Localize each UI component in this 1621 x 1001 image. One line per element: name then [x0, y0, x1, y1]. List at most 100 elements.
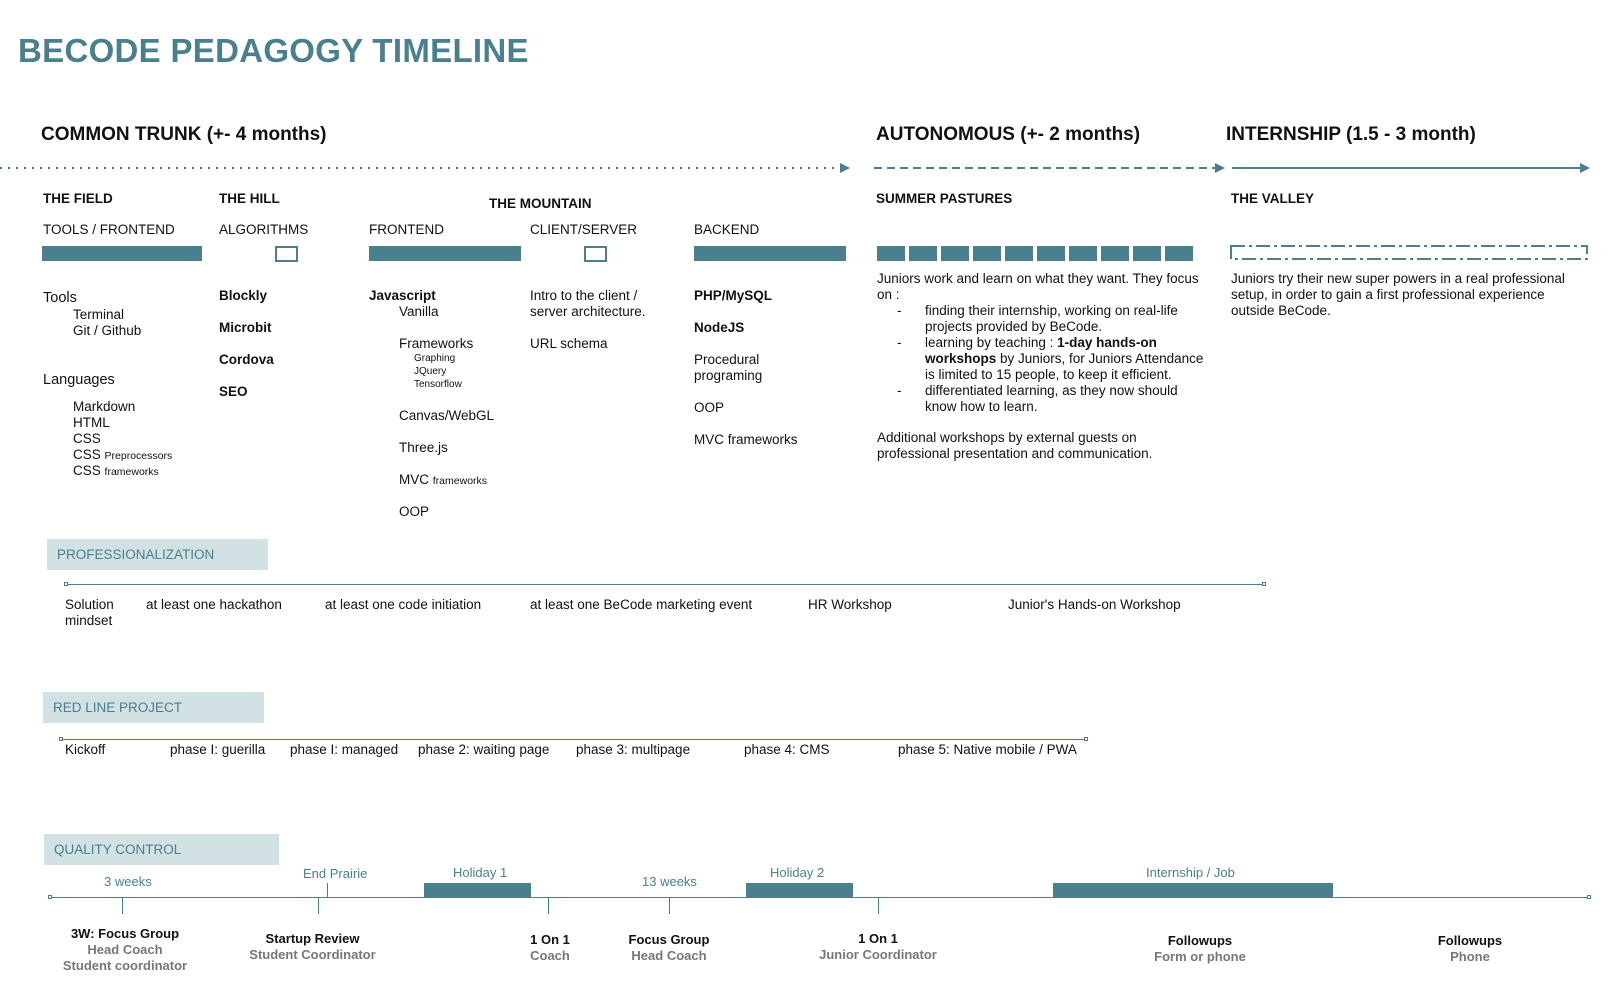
frontend-oop: OOP	[399, 504, 430, 519]
area-the-valley: THE VALLEY	[1231, 191, 1315, 206]
prof-item: Junior's Hands-on Workshop	[1008, 597, 1181, 612]
prof-item: at least one code initiation	[325, 597, 482, 612]
pastures-week-segment	[877, 246, 905, 261]
client-server-url: URL schema	[530, 336, 608, 351]
tool-item: Terminal	[73, 307, 125, 322]
prof-solution: Solution	[65, 597, 114, 612]
language-item: CSS	[73, 431, 101, 446]
hill-item: Cordova	[219, 352, 274, 367]
professionalization-label: PROFESSIONALIZATION	[47, 539, 268, 570]
subject-frontend: FRONTEND	[369, 222, 444, 237]
framework-item: Graphing	[414, 353, 456, 364]
frontend-duration-bar	[369, 246, 521, 261]
redline-line	[61, 739, 1086, 740]
subject-algorithms: ALGORITHMS	[219, 222, 309, 237]
prof-item: HR Workshop	[808, 597, 892, 612]
backend-duration-bar	[694, 246, 846, 261]
language-item: HTML	[73, 415, 110, 430]
holiday-1-bar	[424, 883, 531, 898]
pastures-week-segment	[1165, 246, 1193, 261]
qc-label-holiday-2: Holiday 2	[770, 865, 825, 880]
line-endpoint	[48, 895, 52, 899]
pastures-week-segment	[1037, 246, 1065, 261]
backend-procedural: programing	[694, 368, 763, 383]
tool-item: Git / Github	[73, 323, 142, 338]
hill-item: SEO	[219, 384, 248, 399]
pastures-additional: Additional workshops by external guests …	[877, 430, 1137, 445]
client-server-intro: server architecture.	[530, 304, 646, 319]
redline-item: phase 2: waiting page	[418, 742, 550, 757]
pastures-additional: professional presentation and communicat…	[877, 446, 1153, 461]
line-endpoint	[1262, 582, 1266, 586]
qc-label-holiday-1: Holiday 1	[453, 865, 508, 880]
internship-job-bar	[1053, 883, 1333, 898]
pastures-week-segment	[1069, 246, 1097, 261]
qc-tick	[122, 898, 123, 914]
quality-label: QUALITY CONTROL	[44, 834, 279, 865]
line-endpoint	[59, 737, 63, 741]
arrow-head-icon	[1215, 163, 1225, 173]
language-item-css-frameworks: CSS frameworks	[73, 463, 159, 480]
redline-item: phase 3: multipage	[576, 742, 691, 757]
qc-tick	[878, 898, 879, 914]
frontend-mvc: MVC frameworks	[399, 472, 487, 489]
holiday-2-bar	[746, 883, 853, 898]
redline-item: phase 5: Native mobile / PWA	[898, 742, 1077, 757]
backend-procedural: Procedural	[694, 352, 760, 367]
pastures-bullets: finding their internship, working on rea…	[877, 303, 1217, 415]
line-endpoint	[64, 582, 68, 586]
redline-item: phase I: guerilla	[170, 742, 266, 757]
redline-item: phase I: managed	[290, 742, 399, 757]
frontend-three: Three.js	[399, 440, 448, 455]
pastures-week-segment	[973, 246, 1001, 261]
frameworks-label: frameworks	[104, 466, 159, 478]
valley-duration-box	[1230, 245, 1588, 260]
area-summer-pastures: SUMMER PASTURES	[876, 191, 1013, 206]
qc-tick	[327, 883, 328, 898]
pastures-week-segment	[1133, 246, 1161, 261]
client-server-intro: Intro to the client /	[530, 288, 638, 303]
backend-node: NodeJS	[694, 320, 745, 335]
tools-heading: Tools	[43, 290, 77, 306]
language-item: Markdown	[73, 399, 136, 414]
pastures-week-segment	[941, 246, 969, 261]
pastures-week-segment	[1005, 246, 1033, 261]
framework-item: JQuery	[414, 366, 447, 377]
phase-timeline-arrows	[0, 163, 1590, 173]
redline-item: phase 4: CMS	[744, 742, 830, 757]
list-item: finding their internship, working on rea…	[877, 303, 1217, 335]
prof-item: at least one hackathon	[146, 597, 282, 612]
line-endpoint	[1084, 737, 1088, 741]
phase-autonomous: AUTONOMOUS (+- 2 months)	[876, 124, 1141, 145]
redline-label: RED LINE PROJECT	[43, 692, 264, 723]
list-item: differentiated learning, as they now sho…	[877, 383, 1217, 415]
hill-item: Microbit	[219, 320, 272, 335]
phase-internship: INTERNSHIP (1.5 - 3 month)	[1226, 124, 1476, 145]
area-the-field: THE FIELD	[43, 191, 113, 206]
qc-label-3-weeks: 3 weeks	[104, 874, 152, 889]
backend-oop: OOP	[694, 400, 725, 415]
framework-item: Tensorflow	[414, 379, 462, 390]
prof-item: at least one BeCode marketing event	[530, 597, 753, 612]
pastures-week-segment	[1101, 246, 1129, 261]
client-server-duration-box	[584, 246, 607, 262]
frontend-canvas: Canvas/WebGL	[399, 408, 495, 423]
area-the-mountain: THE MOUNTAIN	[489, 196, 592, 211]
mvc-label: MVC	[399, 472, 429, 487]
hill-duration-box	[275, 246, 298, 262]
frontend-frameworks: Frameworks	[399, 336, 474, 351]
redline-item: Kickoff	[65, 742, 106, 757]
area-the-hill: THE HILL	[219, 191, 280, 206]
mvc-frameworks-label: frameworks	[432, 475, 488, 487]
pastures-intro: Juniors work and learn on what they want…	[877, 271, 1199, 286]
list-item: learning by teaching : 1-day hands-onwor…	[877, 335, 1217, 383]
qc-tick	[318, 898, 319, 914]
qc-label-end-prairie: End Prairie	[303, 866, 368, 881]
